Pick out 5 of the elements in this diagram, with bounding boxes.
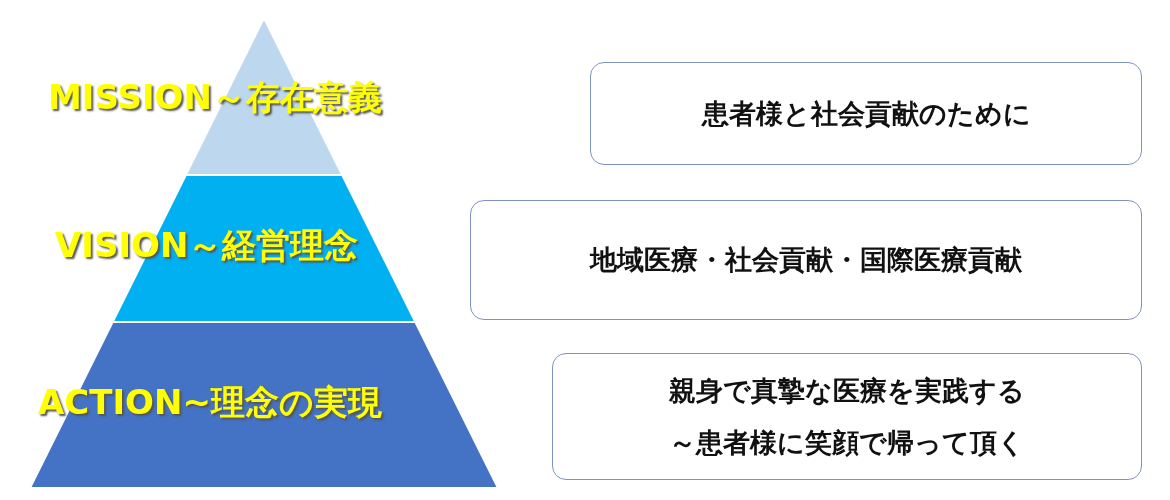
- level-title: MISSION～存在意義: [48, 76, 382, 119]
- statement-text: ～患者様に笑顔で帰って頂く: [669, 425, 1025, 460]
- statement-text: 親身で真摯な医療を実践する: [669, 374, 1025, 409]
- statement-text: 患者様と社会貢献のために: [701, 96, 1031, 131]
- statement-text: 地域医療・社会貢献・国際医療貢献: [590, 243, 1022, 278]
